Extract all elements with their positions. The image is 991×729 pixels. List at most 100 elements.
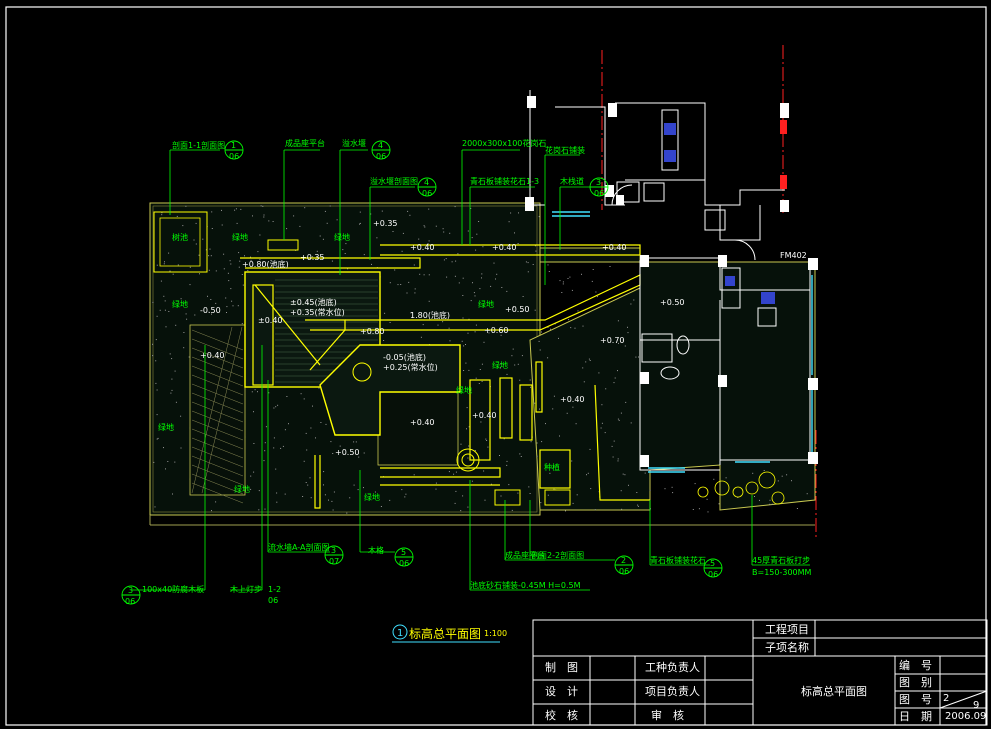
wood-deck xyxy=(189,324,459,504)
svg-text:+0.40: +0.40 xyxy=(492,243,517,252)
discipline-lead: 工种负责人 xyxy=(645,661,700,674)
project-lead: 项目负责人 xyxy=(645,685,700,698)
svg-text:+0.60: +0.60 xyxy=(484,326,509,335)
svg-text:绿地: 绿地 xyxy=(478,299,494,309)
callout-platform: 成品座平台 xyxy=(285,138,325,148)
svg-text:绿地: 绿地 xyxy=(232,232,248,242)
callout-pool-gravel: 池底砂石铺装-0.45M H=0.5M xyxy=(470,580,581,590)
drawing-name: 标高总平面图 xyxy=(801,685,867,698)
svg-text:绿地: 绿地 xyxy=(456,385,472,395)
area-labels: 树池 绿地 绿地 绿地 绿地 绿地 绿地 绿地 绿地 绿地 种植 xyxy=(158,232,560,502)
sheet-value: 2 xyxy=(943,693,950,704)
svg-text:3: 3 xyxy=(596,178,601,187)
svg-text:+0.35: +0.35 xyxy=(373,219,398,228)
design-label: 设 计 xyxy=(545,685,578,698)
svg-text:3: 3 xyxy=(128,586,133,595)
svg-text:绿地: 绿地 xyxy=(492,360,508,370)
svg-text:+0.25(常水位): +0.25(常水位) xyxy=(383,362,438,372)
drawing-scale: 1:100 xyxy=(484,629,507,638)
callout-bubbles xyxy=(121,140,723,605)
svg-text:06: 06 xyxy=(229,152,239,161)
svg-text:绿地: 绿地 xyxy=(172,299,188,309)
svg-text:1.80(池底): 1.80(池底) xyxy=(410,310,450,320)
pool-lower xyxy=(319,344,461,436)
callout-wood-board: 100x40防腐木板 xyxy=(142,584,204,594)
code-label: 编 号 xyxy=(899,659,932,672)
callout-weir-section: 溢水堰剖面图 xyxy=(370,176,418,186)
svg-text:+0.40: +0.40 xyxy=(560,395,585,404)
svg-text:绿地: 绿地 xyxy=(158,422,174,432)
callout-platform-2: 成品座平台 xyxy=(505,550,545,560)
project-label: 工程项目 xyxy=(765,623,809,636)
svg-text:±0.40: ±0.40 xyxy=(258,316,283,325)
svg-text:±0.45(池底): ±0.45(池底) xyxy=(290,297,337,307)
svg-text:+0.80: +0.80 xyxy=(360,327,385,336)
callout-wood-grid: 木格 xyxy=(368,545,384,555)
callout-section-2: 剖面2-2剖面图 xyxy=(531,550,584,560)
sheet-total: 9 xyxy=(973,700,980,711)
drawn-label: 制 图 xyxy=(545,661,578,674)
fountain xyxy=(352,362,372,382)
svg-text:+0.70: +0.70 xyxy=(600,336,625,345)
date-value: 2006.09 xyxy=(945,711,987,722)
callout-bluestone: 青石板铺装花石1-3 xyxy=(470,176,539,186)
check-label: 校 核 xyxy=(545,709,578,722)
svg-text:+0.40: +0.40 xyxy=(200,351,225,360)
callout-wood-step: 木上灯步 xyxy=(230,584,262,594)
svg-text:1: 1 xyxy=(231,141,236,150)
callout-section-1: 剖面1-1剖面图 xyxy=(172,140,225,150)
svg-text:3: 3 xyxy=(331,546,336,555)
garden-site xyxy=(149,202,816,526)
svg-text:+0.50: +0.50 xyxy=(505,305,530,314)
axis-markers xyxy=(780,120,787,189)
svg-text:06: 06 xyxy=(376,152,386,161)
drawing-border xyxy=(5,6,987,726)
svg-text:绿地: 绿地 xyxy=(364,492,380,502)
svg-text:+0.80(池底): +0.80(池底) xyxy=(242,259,289,269)
svg-text:-0.50: -0.50 xyxy=(200,306,221,315)
sheet-label: 图 号 xyxy=(899,693,932,706)
callout-water-wall: 流水墙A-A剖面图 xyxy=(268,542,329,552)
svg-text:1: 1 xyxy=(397,628,403,639)
title-block-grid xyxy=(532,619,988,726)
windows xyxy=(552,211,813,473)
svg-text:+0.50: +0.50 xyxy=(660,298,685,307)
title-block: 工程项目 子项名称 制 图 设 计 校 核 工种负责人 项目负责人 审 核 标高… xyxy=(533,620,987,725)
svg-text:+0.40: +0.40 xyxy=(472,411,497,420)
svg-text:06: 06 xyxy=(594,189,604,198)
svg-text:+0.35: +0.35 xyxy=(300,253,325,262)
stepping-stones xyxy=(697,471,785,505)
callout-stepping-stone: 45厚青石板打步 xyxy=(752,555,810,565)
building-fixtures xyxy=(643,123,775,380)
callout-labels: 剖面1-1剖面图 1 06 成品座平台 溢水堰 4 06 2000x300x10… xyxy=(125,138,812,606)
callout-granite: 2000x300x100花岗石 xyxy=(462,138,546,148)
pool-water-hatch xyxy=(275,279,378,383)
svg-text:1-2: 1-2 xyxy=(268,585,281,594)
svg-text:5: 5 xyxy=(401,548,406,557)
drawing-title-block: 1 标高总平面图 1:100 xyxy=(392,624,507,643)
svg-text:07: 07 xyxy=(329,557,339,566)
review-label: 审 核 xyxy=(651,709,684,722)
callout-boardwalk: 木栈道 xyxy=(560,176,584,186)
columns xyxy=(525,96,818,467)
svg-text:绿地: 绿地 xyxy=(234,484,250,494)
svg-text:4: 4 xyxy=(424,178,429,187)
svg-text:种植: 种植 xyxy=(544,462,560,472)
svg-text:06: 06 xyxy=(125,597,135,606)
svg-text:+0.35(常水位): +0.35(常水位) xyxy=(290,307,345,317)
callout-overflow-weir: 溢水堰 xyxy=(342,138,366,148)
room-label: FM402 xyxy=(780,251,807,260)
svg-text:4: 4 xyxy=(378,141,383,150)
svg-text:绿地: 绿地 xyxy=(334,232,350,242)
svg-text:+0.40: +0.40 xyxy=(410,418,435,427)
svg-text:+0.50: +0.50 xyxy=(335,448,360,457)
svg-text:树池: 树池 xyxy=(172,232,188,242)
round-feature xyxy=(456,448,480,472)
svg-text:-0.05(池底): -0.05(池底) xyxy=(383,352,426,362)
svg-text:06: 06 xyxy=(422,189,432,198)
svg-text:+0.40: +0.40 xyxy=(410,243,435,252)
svg-text:2: 2 xyxy=(621,556,626,565)
date-label: 日 期 xyxy=(899,710,932,723)
svg-text:B=150-300MM: B=150-300MM xyxy=(752,568,812,577)
